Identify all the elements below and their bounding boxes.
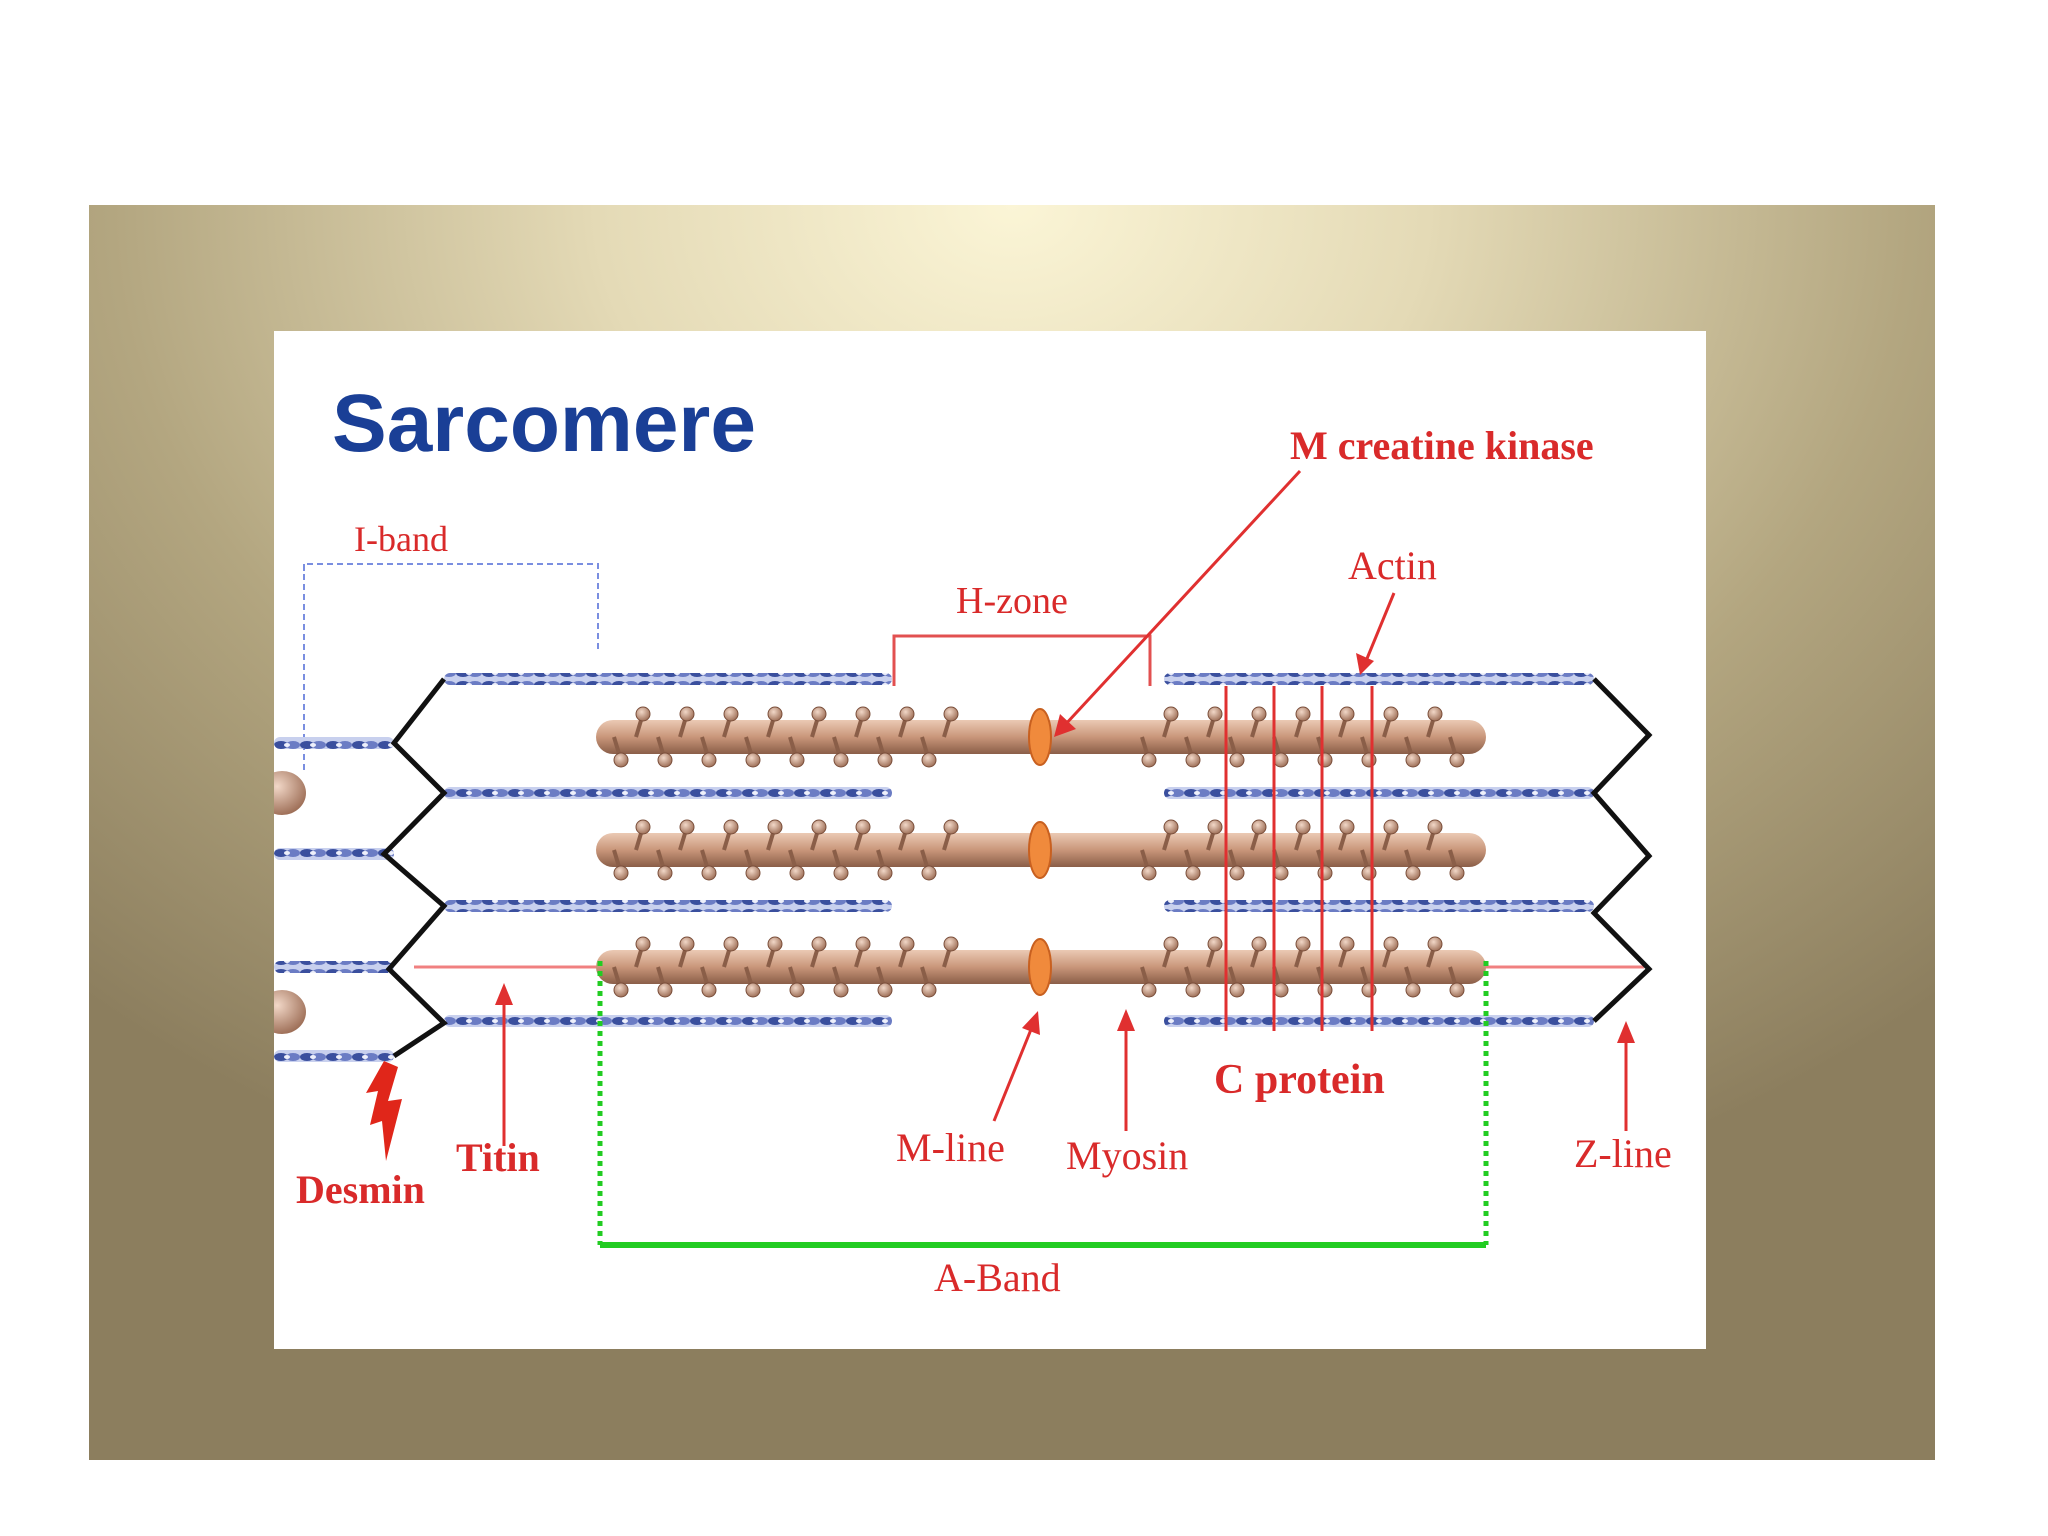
- m-line-arrow: [992, 1011, 1040, 1122]
- actin-filament: [1164, 787, 1594, 799]
- z-line-right: [1590, 677, 1653, 1023]
- actin-filament: [1164, 673, 1594, 685]
- myosin-filament: [596, 706, 1486, 768]
- titin-arrow: [495, 983, 513, 1146]
- desmin-marker: [366, 1061, 402, 1161]
- z-line-label: Z-line: [1574, 1131, 1672, 1176]
- m-line-label: M-line: [896, 1125, 1005, 1170]
- myosin-label: Myosin: [1066, 1133, 1188, 1178]
- sarcomere-diagram: Sarcomere I-band H-zone: [274, 331, 1706, 1349]
- myosin-filament: [596, 936, 1486, 998]
- actin-filament: [1164, 900, 1594, 912]
- actin-filament: [274, 737, 394, 749]
- myosin-stub-left: [274, 771, 306, 1034]
- actin-arrow: [1356, 592, 1396, 675]
- actin-label: Actin: [1348, 543, 1437, 588]
- z-line-left: [380, 677, 448, 1059]
- actin-filament: [444, 900, 892, 912]
- myosin-filament: [596, 819, 1486, 881]
- m-creatine-kinase-label: M creatine kinase: [1290, 423, 1594, 468]
- actin-filament: [1164, 1015, 1594, 1027]
- actin-filament: [274, 848, 394, 860]
- a-band-bracket: [597, 961, 1489, 1248]
- h-zone-label: H-zone: [956, 580, 1068, 622]
- actin-filament: [444, 1015, 892, 1027]
- diagram-canvas: Sarcomere I-band H-zone: [274, 378, 1672, 1300]
- m-creatine-kinase-arrow: [1054, 469, 1302, 737]
- h-zone-bracket: [892, 634, 1152, 686]
- c-protein-lines: [1224, 686, 1374, 1031]
- desmin-label: Desmin: [296, 1167, 425, 1212]
- i-band-label: I-band: [354, 519, 448, 559]
- z-line-arrow: [1617, 1021, 1635, 1131]
- actin-filaments: [274, 673, 1594, 1062]
- c-protein-label: C protein: [1214, 1057, 1385, 1103]
- actin-filament: [444, 673, 892, 685]
- myosin-filaments: [596, 706, 1486, 998]
- myosin-arrow: [1117, 1009, 1135, 1131]
- actin-filament: [444, 787, 892, 799]
- actin-filament: [274, 961, 394, 973]
- actin-filament: [274, 1050, 394, 1062]
- titin-label: Titin: [456, 1135, 540, 1180]
- i-band-bracket: [303, 563, 599, 771]
- a-band-label: A-Band: [934, 1255, 1061, 1300]
- diagram-title: Sarcomere: [332, 378, 756, 469]
